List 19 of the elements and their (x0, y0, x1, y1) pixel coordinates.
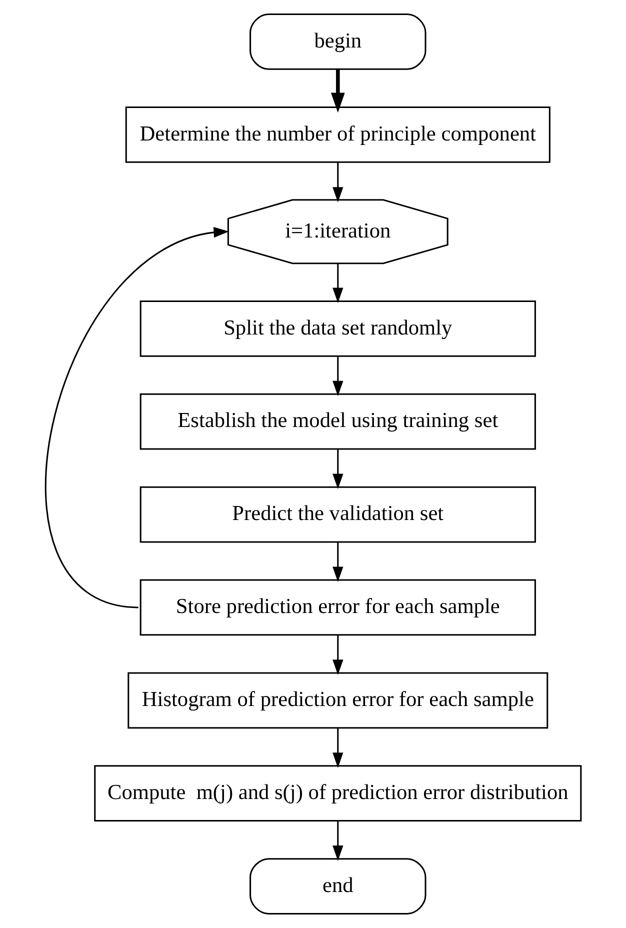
node-box: Determine the number of principle component (125, 106, 550, 163)
arrow (332, 635, 344, 675)
arrow (332, 449, 344, 490)
arrow (332, 820, 344, 861)
node-box: Split the data set randomly (140, 300, 536, 357)
node-box: Predict the validation set (140, 486, 536, 543)
arrow (332, 263, 344, 304)
arrow (332, 356, 344, 396)
arrow (332, 728, 344, 768)
node-box: Histogram of prediction error for each sample (128, 672, 548, 729)
node-box: end (250, 858, 426, 914)
arrow (332, 542, 344, 582)
arrow (332, 162, 344, 202)
node-box: Compute m(j) and s(j) of prediction error distribution (94, 765, 582, 822)
arrow (45, 227, 229, 608)
node-box: Establish the model using training set (140, 393, 536, 450)
arrow (330, 69, 345, 113)
node-box: Store prediction error for each sample (140, 579, 536, 636)
node-box: begin (250, 14, 426, 70)
